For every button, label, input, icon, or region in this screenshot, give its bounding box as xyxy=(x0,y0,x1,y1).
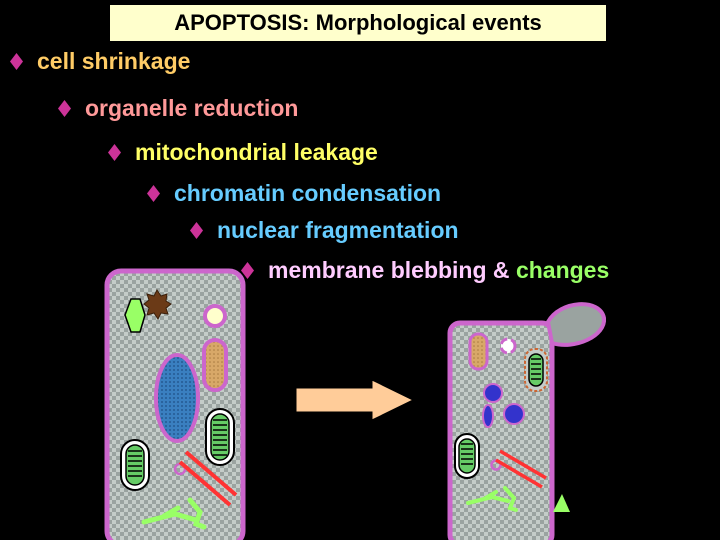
mitochondrion xyxy=(120,439,150,491)
mitochondrion xyxy=(454,433,480,479)
event-mitochondrial-leakage: mitochondrial leakage xyxy=(108,139,378,166)
diamond-bullet-icon xyxy=(58,100,71,117)
membrane-bleb xyxy=(545,302,606,347)
er-rod xyxy=(495,458,543,489)
nucleus xyxy=(154,353,200,443)
diamond-bullet-icon xyxy=(108,144,121,161)
normal-cell xyxy=(104,268,246,540)
transition-arrow xyxy=(295,379,415,421)
diamond-bullet-icon xyxy=(190,222,203,239)
event-text: nuclear fragmentation xyxy=(217,217,459,243)
nuclear-fragment xyxy=(483,383,503,403)
event-text-part1: membrane blebbing & xyxy=(268,257,516,283)
event-cell-shrinkage: cell shrinkage xyxy=(10,48,190,75)
event-nuclear-fragmentation: nuclear fragmentation xyxy=(190,217,459,244)
fragmented-vacuole xyxy=(499,337,517,355)
mitochondrion xyxy=(205,408,235,466)
diamond-bullet-icon xyxy=(10,53,23,70)
event-membrane-blebbing: membrane blebbing & changes xyxy=(241,257,609,284)
er-rod xyxy=(178,460,232,507)
lysosome xyxy=(143,289,172,320)
event-text: chromatin condensation xyxy=(174,180,442,206)
diamond-bullet-icon xyxy=(147,185,160,202)
event-text-part2: changes xyxy=(515,257,610,283)
nuclear-fragment xyxy=(482,404,494,428)
diamond-bullet-icon xyxy=(241,262,254,279)
er-rod xyxy=(184,450,238,497)
event-organelle-reduction: organelle reduction xyxy=(58,95,298,122)
granule xyxy=(468,332,489,371)
event-text: organelle reduction xyxy=(85,95,299,121)
golgi xyxy=(466,486,518,512)
golgi xyxy=(141,497,207,530)
secretory-granule xyxy=(202,338,228,392)
leaking-mitochondrion xyxy=(524,348,548,392)
vacuole xyxy=(203,304,227,328)
event-text: cell shrinkage xyxy=(37,48,191,74)
er-rod xyxy=(499,449,547,480)
nuclear-fragment xyxy=(503,403,525,425)
event-text: mitochondrial leakage xyxy=(135,139,378,165)
green-vesicle xyxy=(124,298,146,333)
apoptotic-cell xyxy=(447,302,606,540)
slide-title: APOPTOSIS: Morphological events xyxy=(110,5,606,41)
apoptotic-body xyxy=(553,494,570,512)
event-chromatin-condensation: chromatin condensation xyxy=(147,180,441,207)
